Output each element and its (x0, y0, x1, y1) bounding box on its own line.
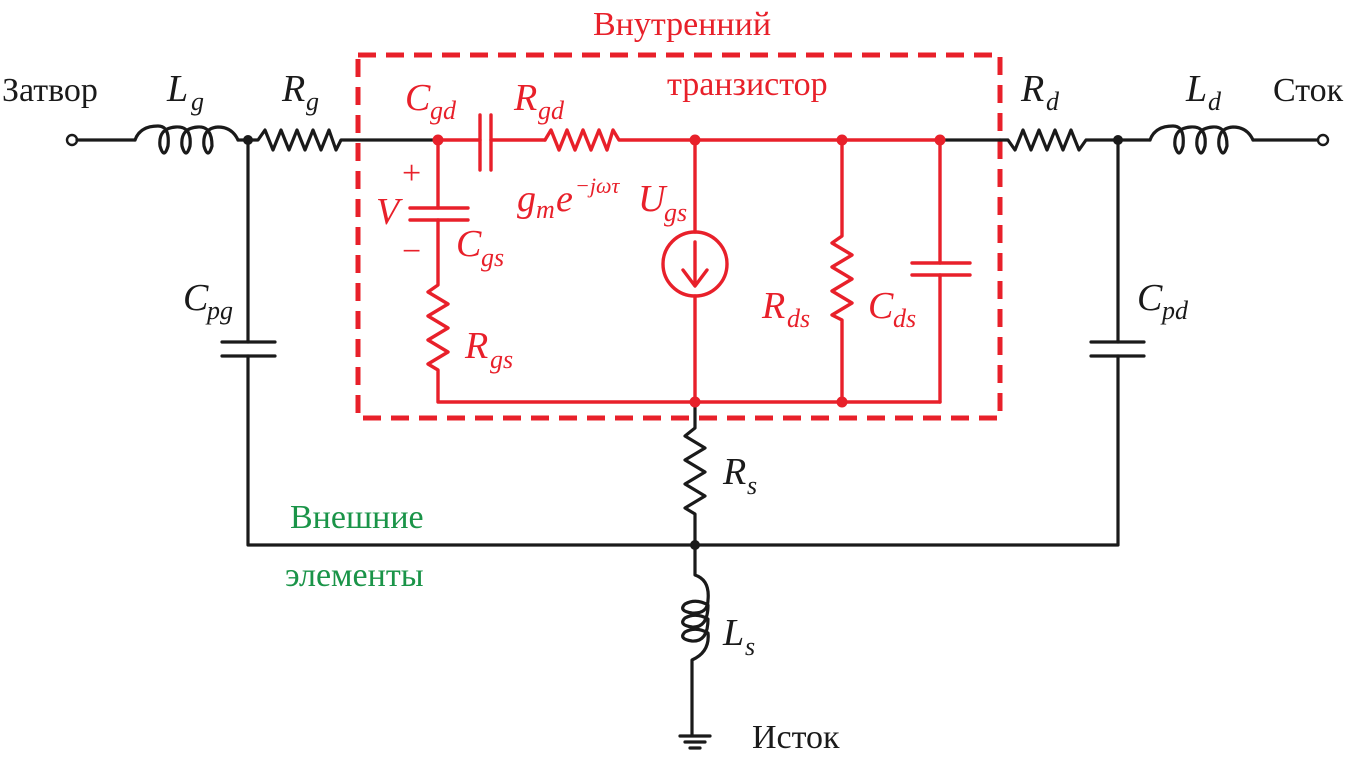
wire-cpg-bottom (246, 354, 697, 547)
arrow-down-icon (681, 240, 709, 288)
label-rds: R ds (761, 285, 810, 333)
svg-text:+: + (402, 155, 421, 192)
svg-text:e: e (556, 178, 573, 220)
svg-text:C: C (405, 77, 431, 119)
svg-text:m: m (536, 195, 555, 224)
label-rgs: R gs (464, 325, 513, 374)
capacitor-cds (910, 261, 972, 277)
inductor-ls (681, 543, 710, 737)
capacitor-cpd (1089, 340, 1146, 358)
svg-text:L: L (722, 612, 744, 654)
svg-text:R: R (464, 325, 488, 367)
drain-terminal (1316, 133, 1330, 147)
svg-text:pd: pd (1160, 296, 1189, 325)
gate-terminal-label: Затвор (2, 72, 98, 109)
svg-text:g: g (517, 178, 536, 220)
svg-text:C: C (456, 223, 482, 265)
svg-text:R: R (1020, 68, 1044, 110)
svg-text:R: R (513, 77, 537, 119)
internal-label-line1: Внутренний (593, 6, 771, 43)
label-cds: C ds (868, 285, 916, 333)
svg-text:C: C (183, 277, 209, 319)
drain-terminal-label: Сток (1273, 72, 1344, 109)
wire-cpd-bottom (693, 354, 1120, 547)
svg-text:−: − (402, 233, 421, 270)
external-label-line2: элементы (285, 557, 424, 594)
capacitor-cgs (408, 206, 470, 222)
external-label-line1: Внешние (290, 499, 424, 536)
svg-text:gd: gd (538, 96, 565, 125)
source-terminal-label: Исток (752, 719, 840, 756)
svg-text:C: C (868, 285, 894, 327)
label-rd: R d (1020, 68, 1060, 116)
svg-text:d: d (1046, 87, 1060, 116)
svg-text:C: C (1137, 277, 1163, 319)
label-ls: L s (722, 612, 755, 661)
capacitor-cpg (220, 340, 277, 358)
svg-text:gd: gd (430, 96, 457, 125)
svg-text:−jωτ: −jωτ (575, 173, 620, 198)
label-cpd: C pd (1137, 277, 1189, 325)
svg-text:gs: gs (481, 243, 504, 272)
svg-text:s: s (745, 632, 755, 661)
svg-text:g: g (306, 87, 319, 116)
capacitor-cgd (478, 113, 493, 172)
label-cgd: C gd (405, 77, 457, 125)
svg-text:gs: gs (490, 345, 513, 374)
label-voltage: + V − (376, 155, 421, 270)
svg-text:V: V (376, 191, 403, 233)
internal-transistor-boundary (355, 52, 1003, 421)
resistor-rds (830, 138, 854, 404)
resistor-rs (683, 400, 707, 547)
svg-text:ds: ds (787, 304, 810, 333)
label-rg: R g (281, 68, 319, 116)
svg-text:R: R (722, 451, 746, 493)
label-transconductance: g m e −jωτ U gs (517, 173, 687, 227)
svg-text:L: L (1185, 68, 1207, 110)
resistor-rg (246, 128, 440, 152)
svg-text:s: s (747, 471, 757, 500)
svg-text:d: d (1208, 87, 1222, 116)
label-rs: R s (722, 451, 757, 500)
svg-text:pg: pg (205, 296, 233, 325)
inductor-lg (133, 124, 240, 155)
resistor-rgd (543, 128, 942, 152)
label-ld: L d (1185, 68, 1222, 116)
svg-text:ds: ds (893, 304, 916, 333)
inductor-ld (1148, 124, 1255, 155)
label-cgs: C gs (456, 223, 504, 272)
internal-label-line2: транзистор (667, 66, 828, 103)
svg-text:L: L (166, 68, 188, 110)
svg-text:g: g (191, 87, 204, 116)
svg-text:gs: gs (664, 198, 687, 227)
svg-text:R: R (761, 285, 785, 327)
svg-text:R: R (281, 68, 305, 110)
label-cpg: C pg (183, 277, 233, 325)
label-lg: L g (166, 68, 204, 116)
label-rgd: R gd (513, 77, 565, 125)
resistor-rgs (426, 218, 942, 404)
resistor-rd (998, 128, 1120, 152)
ground-icon (678, 734, 712, 750)
svg-text:U: U (638, 178, 668, 220)
